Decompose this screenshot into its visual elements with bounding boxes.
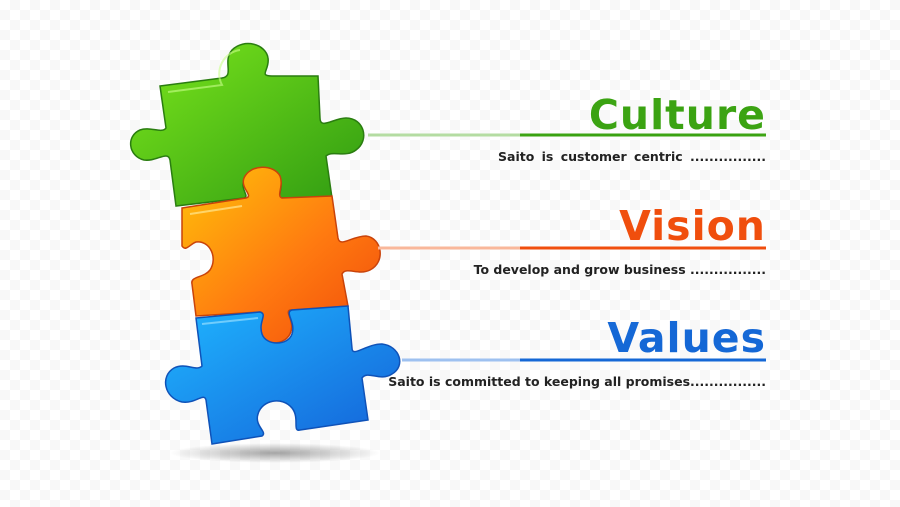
vision-title: Vision bbox=[619, 202, 766, 250]
culture-description: Saito is customer centric ..............… bbox=[498, 149, 766, 164]
orange-piece-highlight bbox=[189, 205, 243, 215]
blue-piece-highlight bbox=[201, 317, 259, 325]
green-piece-highlight bbox=[167, 49, 241, 93]
piece-shadow bbox=[170, 443, 380, 463]
vision-description: To develop and grow business ...........… bbox=[473, 262, 766, 277]
blue-puzzle-piece bbox=[164, 305, 401, 445]
values-description: Saito is committed to keeping all promis… bbox=[388, 374, 766, 389]
values-title: Values bbox=[607, 314, 766, 362]
culture-title: Culture bbox=[588, 91, 766, 139]
